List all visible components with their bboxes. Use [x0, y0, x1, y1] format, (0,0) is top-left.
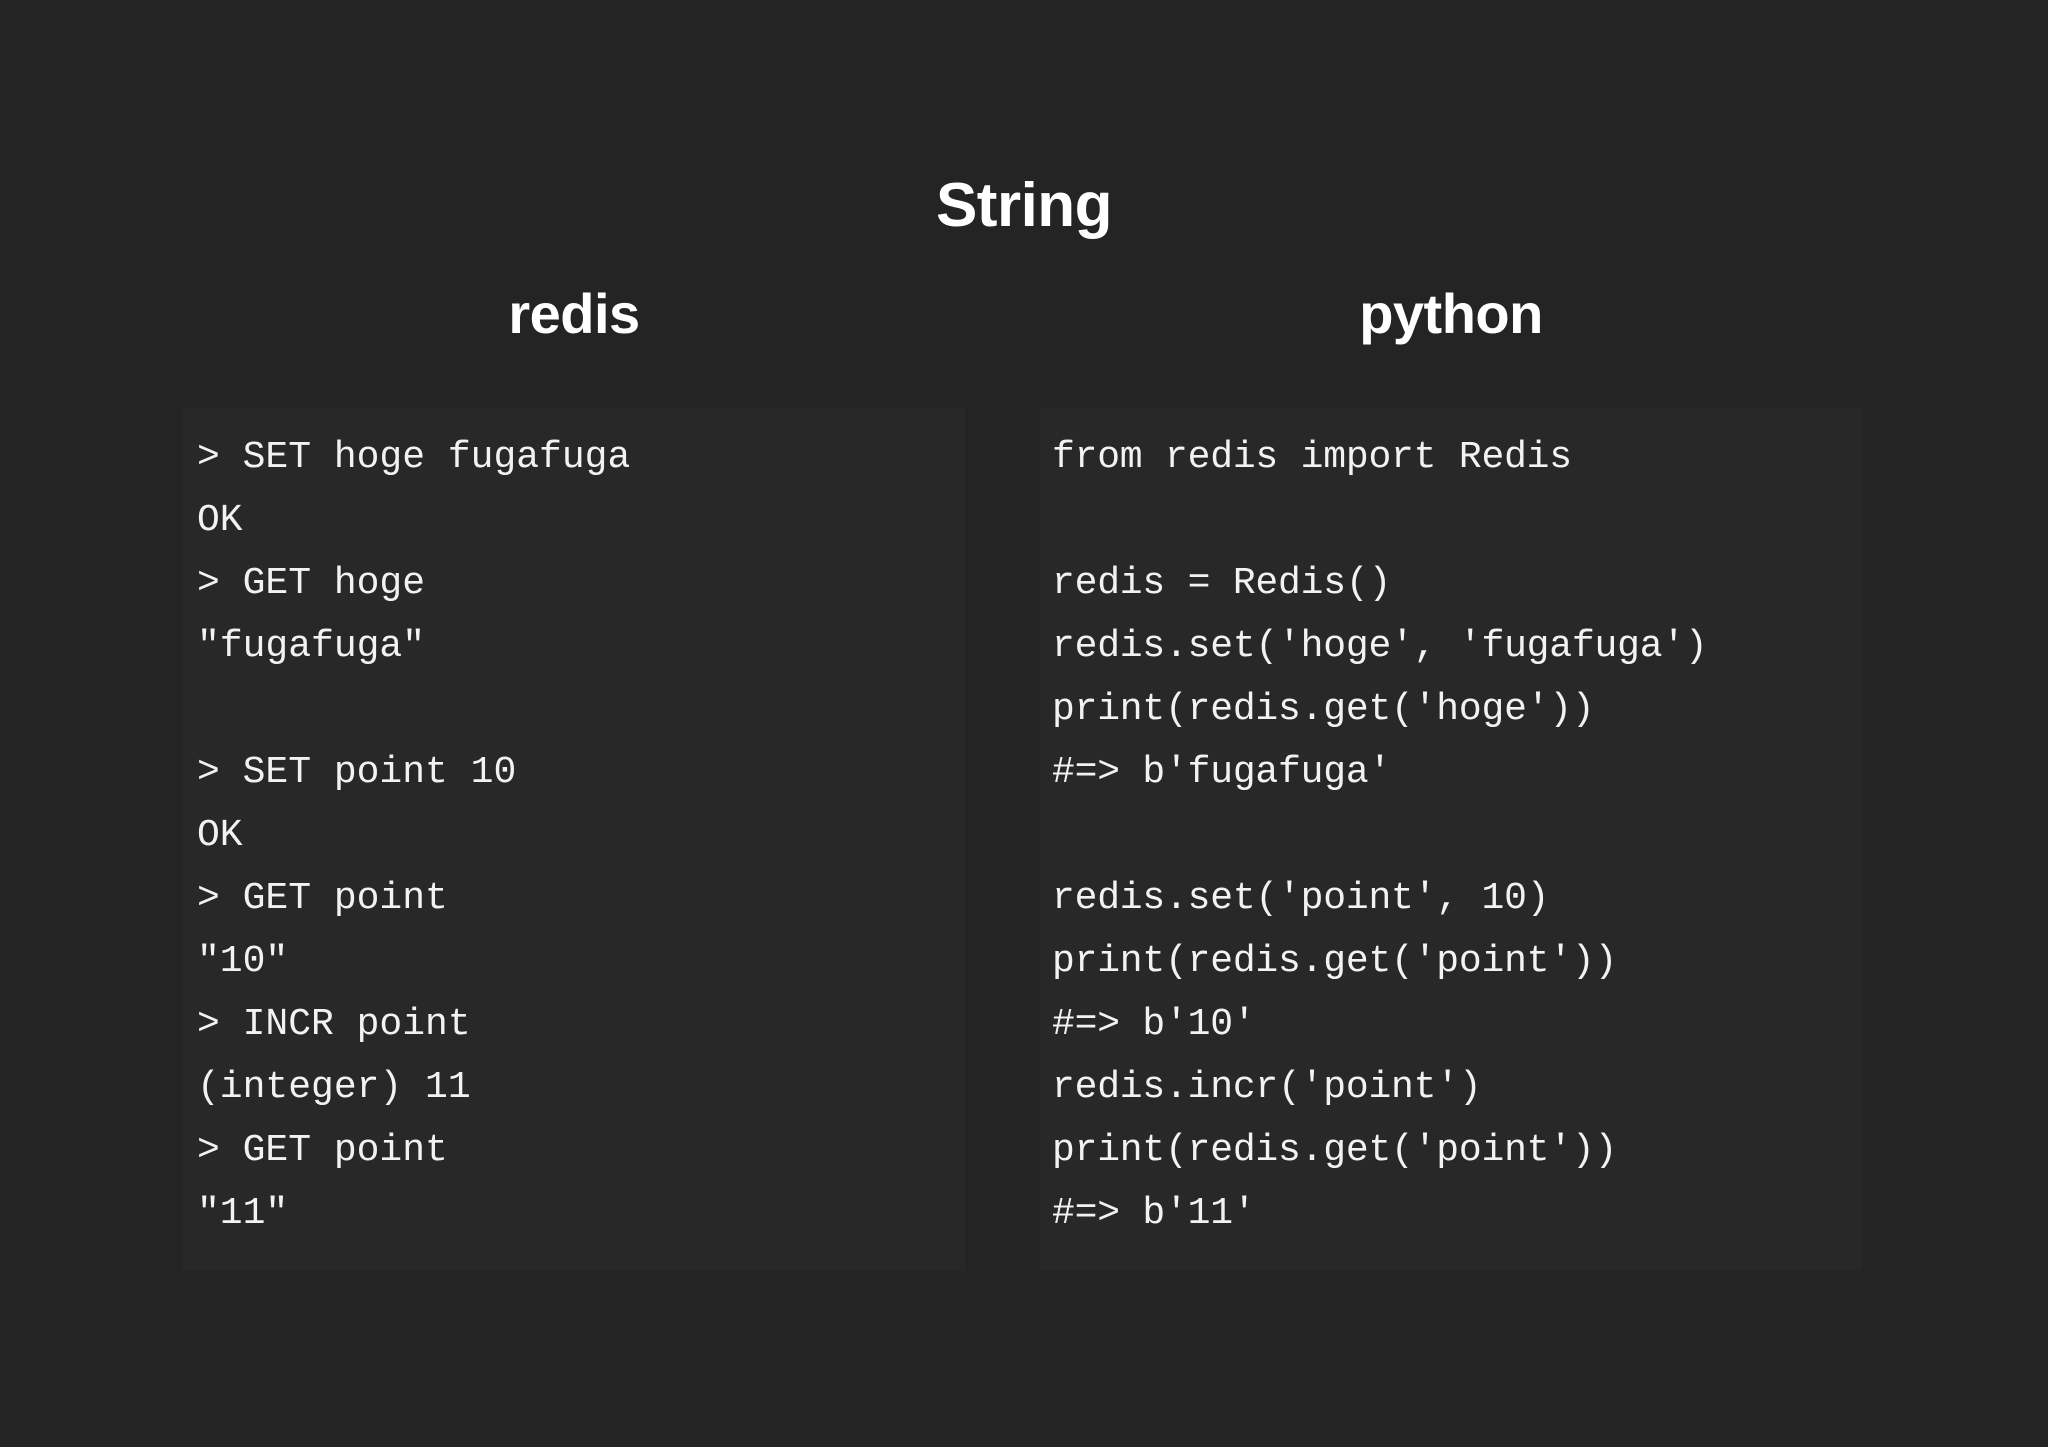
- page-title: String: [935, 170, 1113, 240]
- code-block-python: from redis import Redis redis = Redis() …: [1040, 408, 1862, 1271]
- column-title-python: python: [1359, 282, 1543, 345]
- column-title-redis: redis: [508, 282, 640, 345]
- comparison-columns: redis > SET hoge fugafuga OK > GET hoge …: [0, 282, 2048, 1282]
- code-text-redis: > SET hoge fugafuga OK > GET hoge "fugaf…: [197, 436, 631, 1235]
- code-text-python: from redis import Redis redis = Redis() …: [1052, 436, 1708, 1235]
- column-redis: redis > SET hoge fugafuga OK > GET hoge …: [183, 282, 965, 1271]
- code-block-redis: > SET hoge fugafuga OK > GET hoge "fugaf…: [183, 408, 965, 1271]
- column-python: python from redis import Redis redis = R…: [1040, 282, 1862, 1271]
